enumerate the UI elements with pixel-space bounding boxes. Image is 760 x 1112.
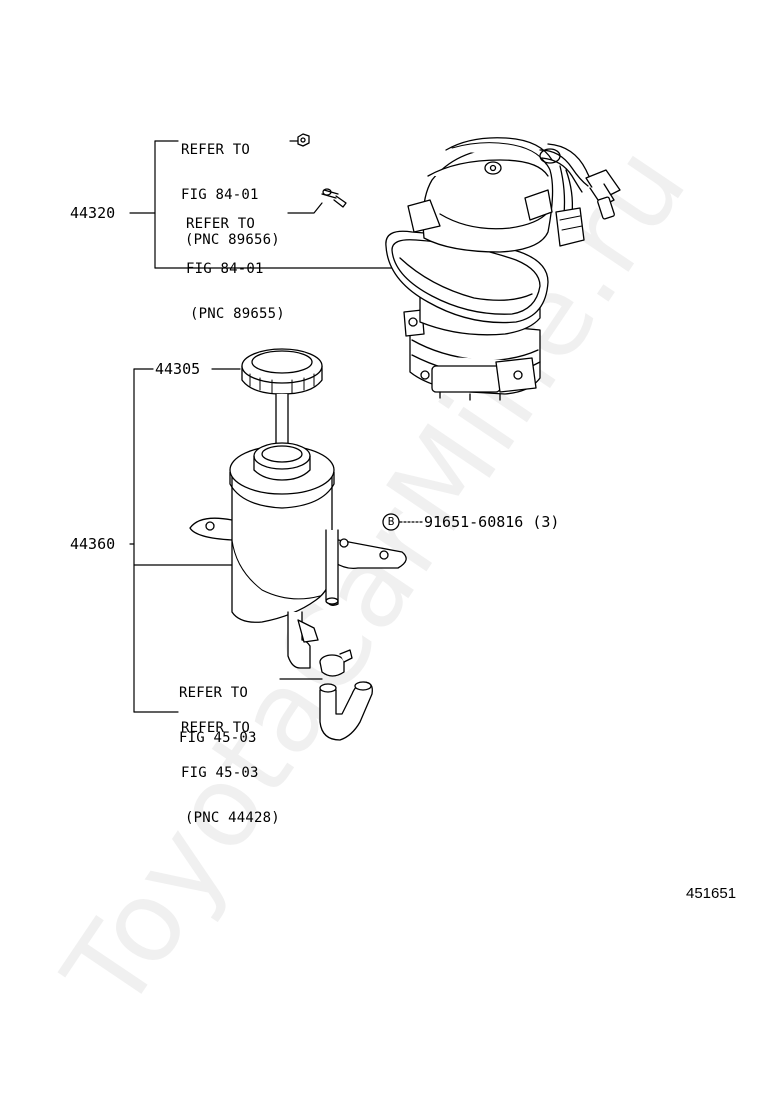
bolt-part-number: 91651-60816 (3) <box>424 514 559 530</box>
bolt-quantity: (3) <box>532 513 560 531</box>
refer-1-line2: FIG 84-01 <box>181 187 259 203</box>
refer-4-line1: REFER TO <box>181 720 251 736</box>
refer-1-line1: REFER TO <box>181 142 251 158</box>
nut-icon <box>297 133 310 147</box>
part-number-44360: 44360 <box>70 535 116 553</box>
refer-4-line3: (PNC 44428) <box>185 810 280 826</box>
refer-2-line3: (PNC 89655) <box>190 306 285 322</box>
refer-label-1: REFER TO FIG 84-01 (PNC 89656) <box>181 113 280 278</box>
bolt-number: 91651-60816 <box>424 513 524 531</box>
refer-label-3: REFER TO FIG 45-03 <box>179 656 257 776</box>
hose-icon <box>319 681 373 741</box>
refer-3-line2: FIG 45-03 <box>179 730 257 746</box>
reservoir-cap <box>241 348 323 450</box>
wire-harness-icon <box>539 143 621 247</box>
refer-2-line2: FIG 84-01 <box>186 261 264 277</box>
illustration-id: 451651 <box>686 885 737 902</box>
pump-body <box>385 137 554 401</box>
bolt-marker-circle <box>382 513 400 531</box>
refer-label-2: REFER TO FIG 84-01 (PNC 89655) <box>186 187 285 352</box>
refer-4-line2: FIG 45-03 <box>181 765 259 781</box>
refer-1-line3: (PNC 89656) <box>185 232 280 248</box>
bolt-marker-letter: B <box>387 515 395 528</box>
refer-3-line1: REFER TO <box>179 685 249 701</box>
part-number-44320: 44320 <box>70 204 116 222</box>
refer-2-line1: REFER TO <box>186 216 256 232</box>
refer-label-4: REFER TO FIG 45-03 (PNC 44428) <box>181 691 280 856</box>
leader-lines <box>129 140 424 713</box>
clamp-icon <box>319 649 353 677</box>
part-number-44305: 44305 <box>155 360 201 378</box>
reservoir-tank <box>189 442 407 669</box>
pin-icon <box>321 188 347 208</box>
